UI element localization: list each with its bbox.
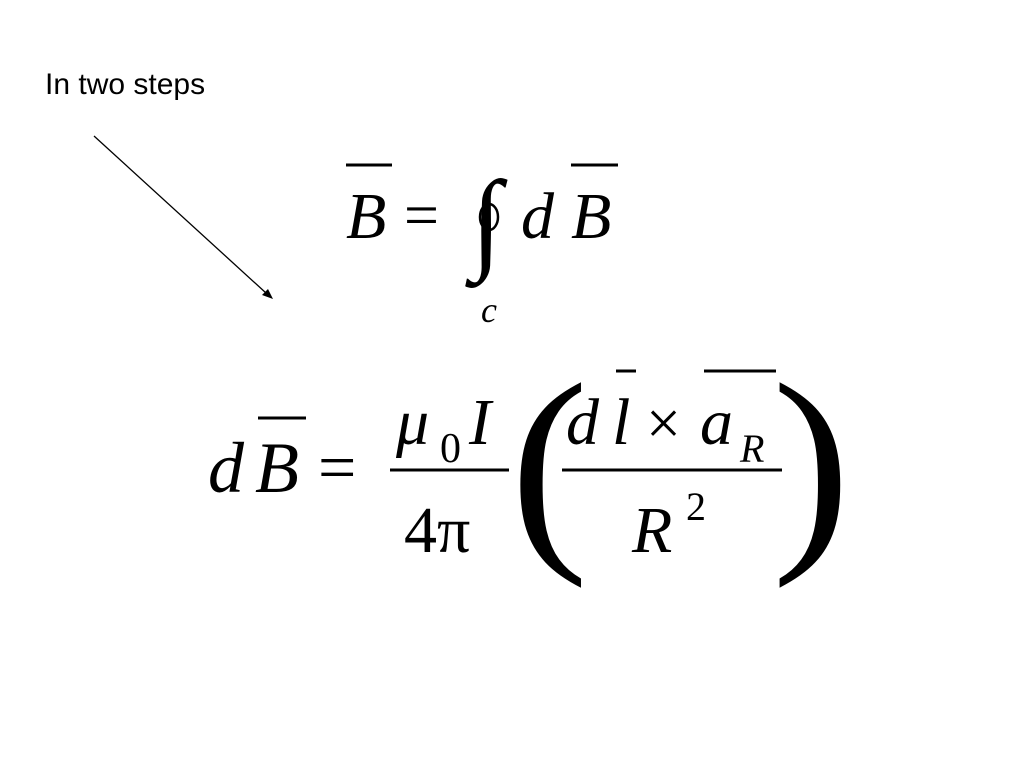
- eq2-cross: ×: [646, 390, 681, 458]
- eq2-denominator: 4π: [404, 494, 470, 567]
- eq2-mu: μ: [395, 386, 429, 459]
- eq2-a-subscript: R: [739, 426, 764, 471]
- eq2-differential: d: [208, 428, 245, 508]
- eq2-right-paren: ): [772, 339, 851, 590]
- eq2-lhs-vector-b: B: [255, 428, 299, 508]
- eq1-equals-sign: =: [404, 182, 439, 250]
- eq2-inner-denominator: R: [631, 494, 672, 567]
- eq1-contour-label: c: [481, 290, 497, 330]
- eq2-left-paren: (: [510, 339, 589, 590]
- eq2-unit-vector-a: a: [700, 386, 733, 459]
- eq2-inner-differential: d: [566, 386, 600, 459]
- eq1-differential: d: [521, 180, 555, 253]
- eq2-equals-sign: =: [318, 429, 356, 505]
- slide-caption: In two steps: [45, 68, 206, 101]
- eq2-mu-subscript: 0: [440, 426, 461, 472]
- eq1-integrand-vector-b: B: [571, 180, 611, 253]
- eq2-exponent: 2: [686, 484, 706, 529]
- eq2-current: I: [468, 386, 494, 459]
- eq1-integral-sign: ∫: [465, 159, 508, 289]
- eq1-contour-circle: [478, 202, 500, 232]
- eq2-inner-l: l: [612, 386, 630, 459]
- eq1-lhs-vector-b: B: [346, 180, 386, 253]
